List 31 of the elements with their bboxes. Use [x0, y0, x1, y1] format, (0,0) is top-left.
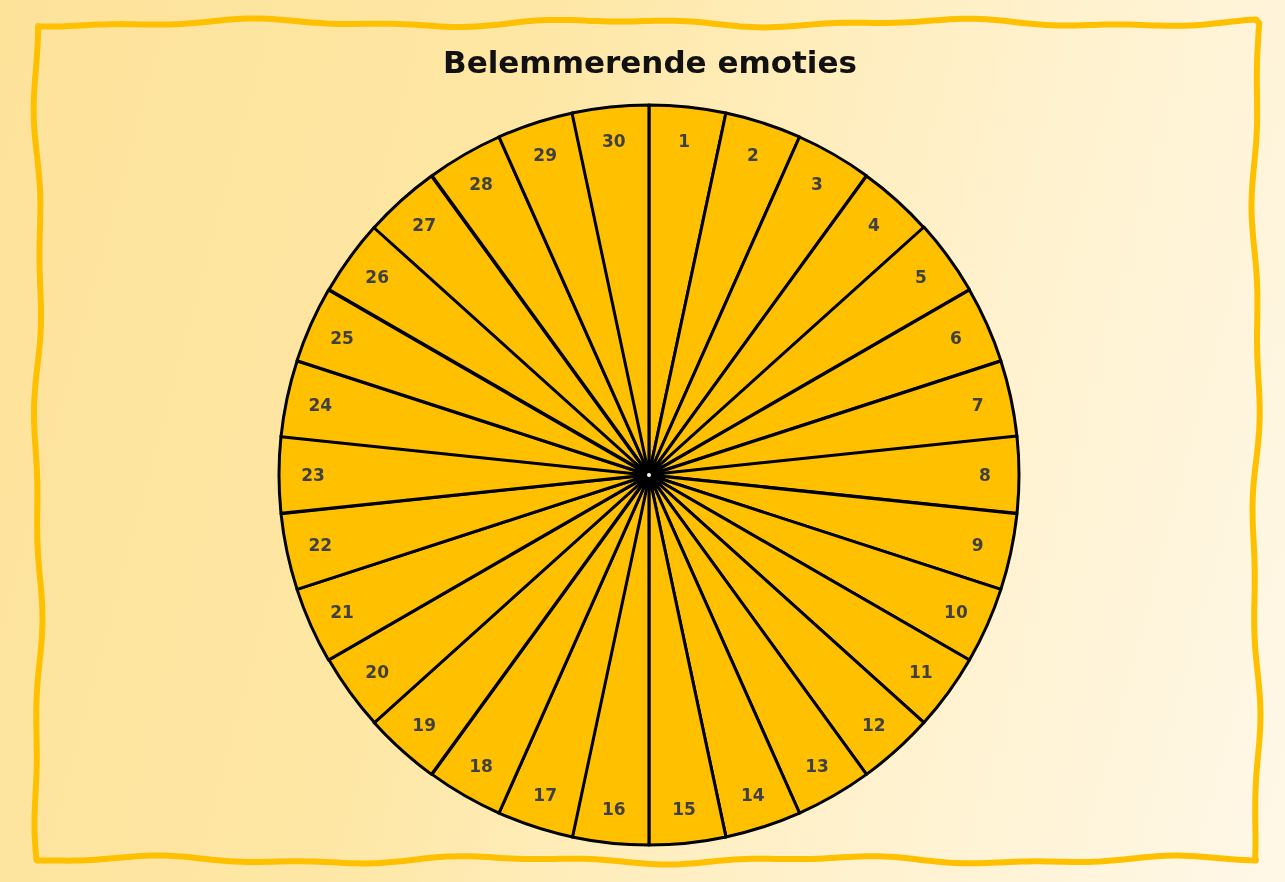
segment-number: 8 [979, 466, 991, 484]
segment-number: 28 [469, 175, 493, 193]
title: Belemmerende emoties [443, 44, 857, 80]
segment-number: 2 [746, 146, 759, 164]
segment-number: 1 [678, 132, 691, 150]
segment-number: 24 [308, 396, 333, 414]
segment-number: 7 [971, 396, 984, 414]
segment-number: 27 [412, 216, 436, 234]
segment-number: 22 [308, 536, 333, 554]
segment-number: 17 [533, 786, 557, 804]
segment-number: 23 [301, 466, 325, 484]
segment-number: 6 [950, 329, 962, 347]
segment-number: 29 [533, 146, 557, 164]
segment-number: 9 [971, 536, 984, 554]
segment-number: 30 [602, 132, 626, 150]
segment-number: 11 [909, 664, 933, 681]
segment-number: 20 [365, 664, 389, 681]
segment-number: 5 [914, 269, 927, 286]
segment-number: 18 [469, 757, 493, 775]
segment-number: 4 [867, 216, 880, 234]
segment-number: 3 [811, 175, 823, 193]
segment-number: 26 [365, 269, 389, 286]
segment-number: 16 [602, 800, 626, 818]
segment-number: 25 [330, 329, 354, 347]
segment-number: 21 [330, 603, 354, 621]
segment-number: 13 [805, 757, 829, 775]
segment-number: 19 [412, 716, 436, 734]
segment-number: 15 [672, 800, 696, 818]
segment-number: 14 [741, 786, 765, 804]
segment-number: 10 [944, 603, 968, 621]
segment-number: 12 [862, 716, 886, 734]
